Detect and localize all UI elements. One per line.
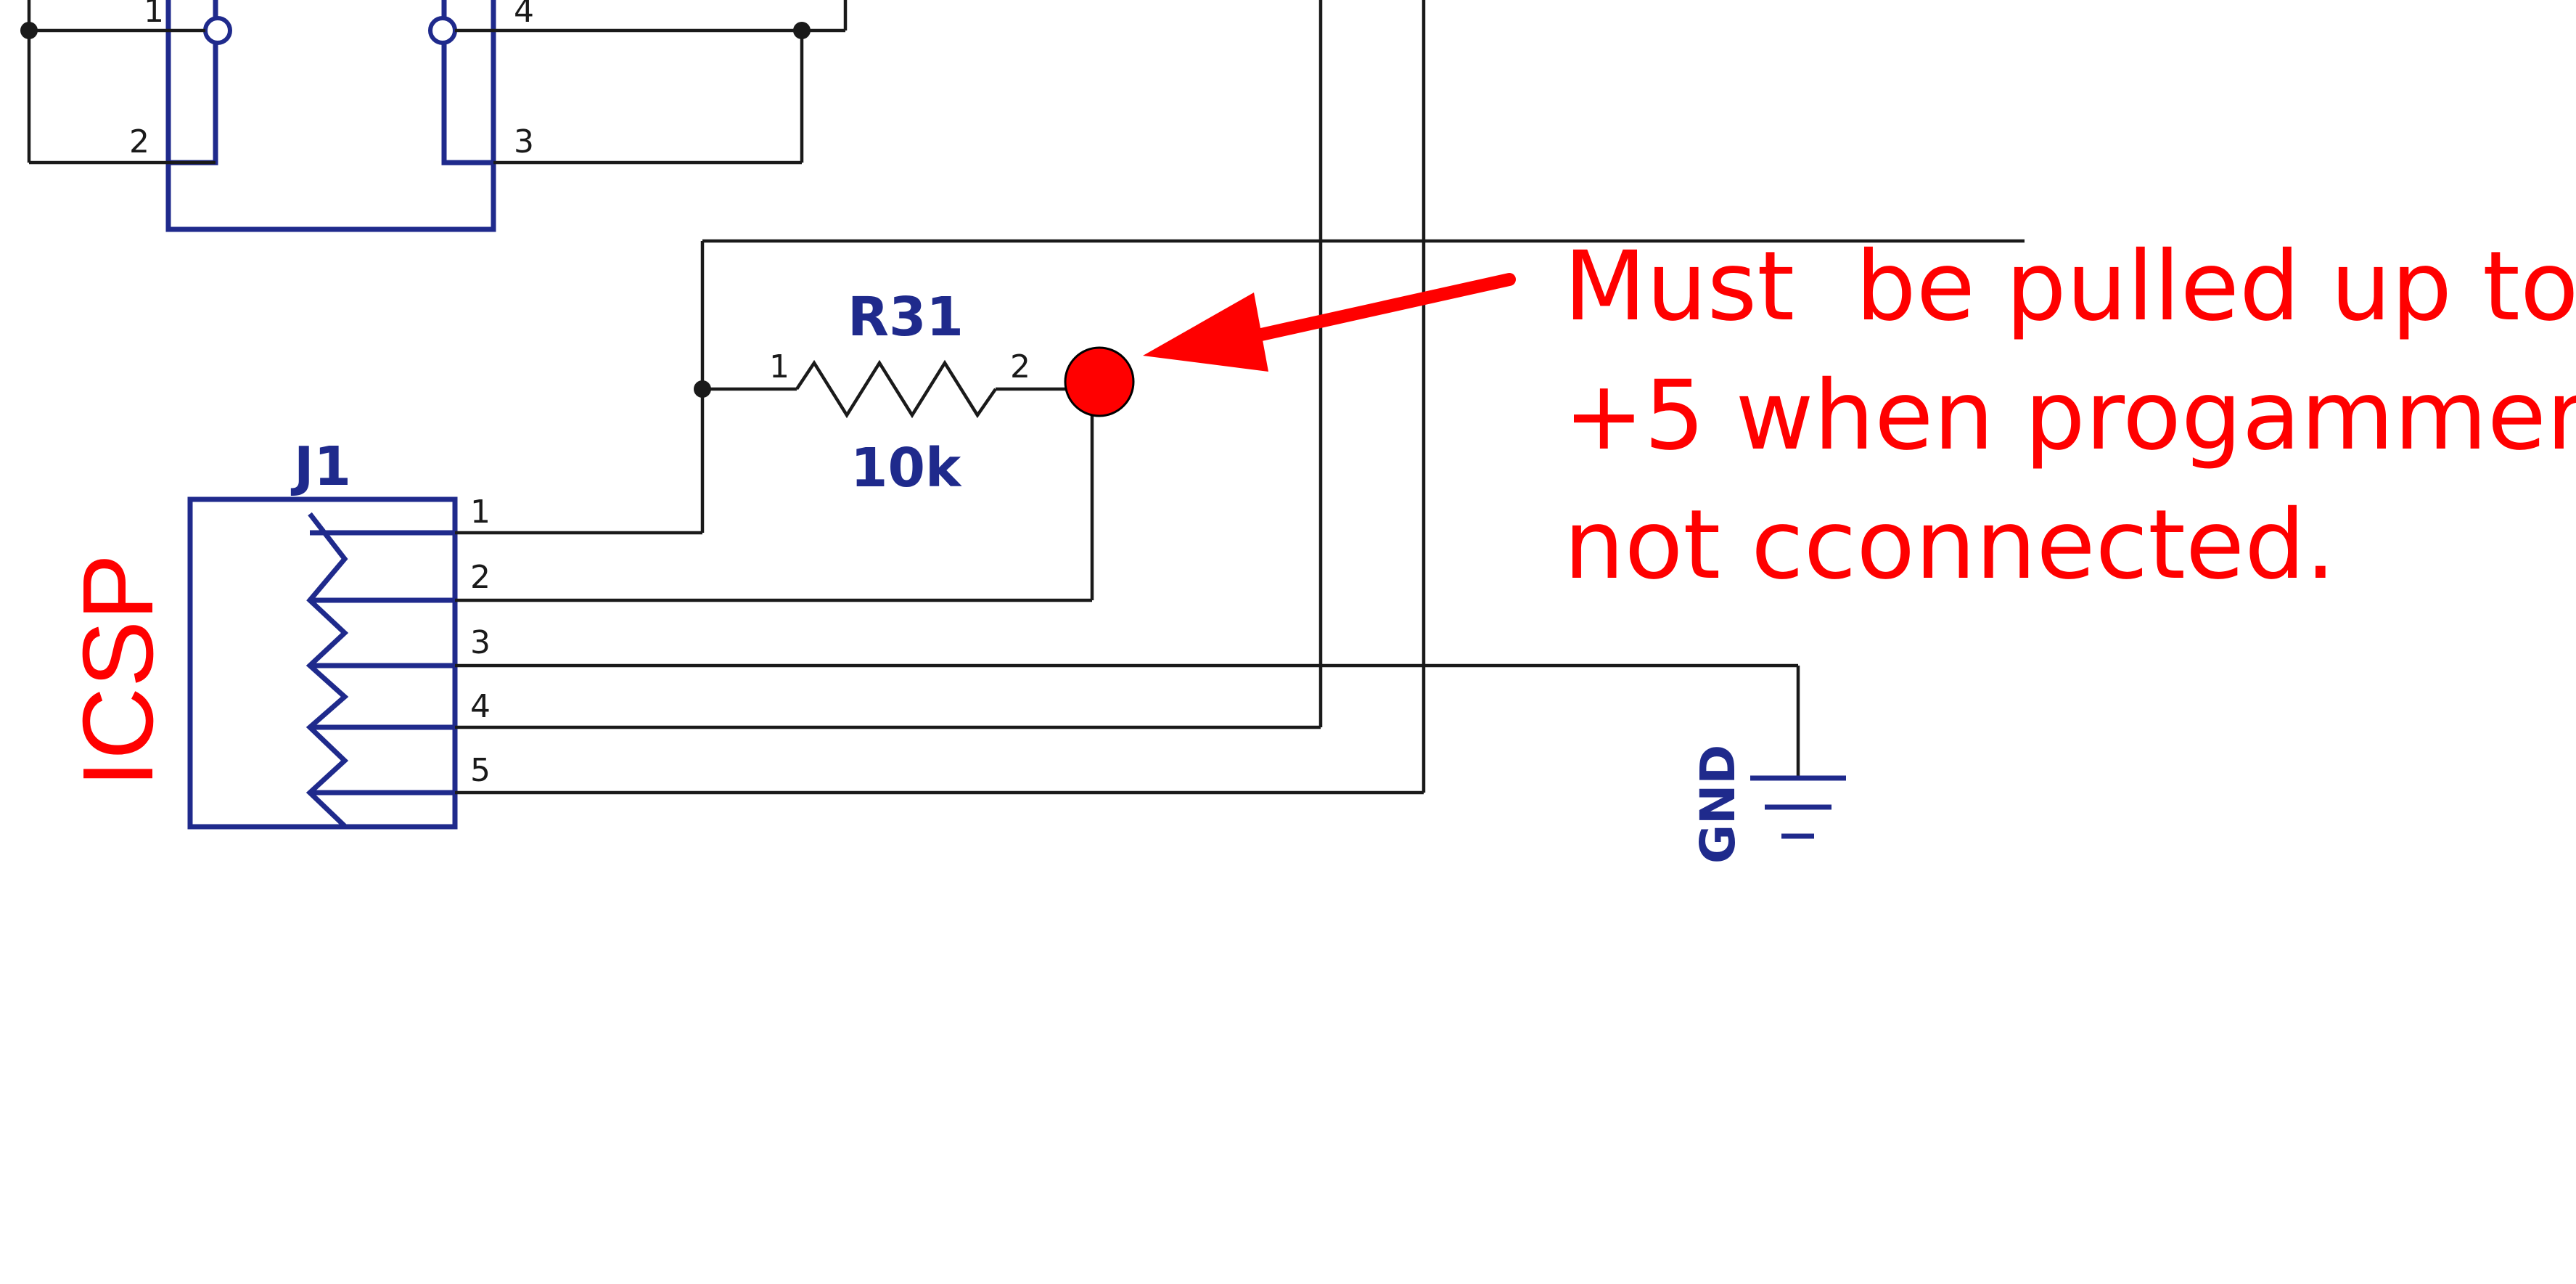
gnd-label: GND bbox=[1690, 745, 1746, 864]
top-component-pin4-circle bbox=[428, 16, 457, 45]
j1-pin2-label: 2 bbox=[470, 559, 491, 596]
junction-r31-left bbox=[694, 380, 711, 398]
r31-pin1-label: 1 bbox=[769, 348, 789, 385]
annotation-note: Must be pulled up to +5 when progammer n… bbox=[1564, 231, 2576, 601]
annotation-line-2: +5 when progammer bbox=[1564, 360, 2576, 472]
top-pin1-label: 1 bbox=[144, 0, 164, 30]
pullup-network bbox=[694, 239, 2025, 600]
top-pin3-label: 3 bbox=[514, 123, 534, 160]
r31-resistor-zigzag bbox=[795, 359, 997, 419]
top-pin4-label: 4 bbox=[514, 0, 534, 30]
ground-symbol bbox=[1750, 775, 1846, 839]
j1-pin3-label: 3 bbox=[470, 624, 491, 661]
annotation-line-3: not cconnected. bbox=[1564, 489, 2336, 601]
annotation-arrow-head bbox=[1143, 293, 1268, 372]
top-pin2-label: 2 bbox=[129, 123, 149, 160]
annotation-arrow bbox=[1143, 273, 1516, 372]
r31-designator: R31 bbox=[848, 286, 964, 348]
top-wires bbox=[20, 0, 848, 165]
annotation-arrow-shaft bbox=[1242, 273, 1516, 344]
pullup-marker-dot bbox=[1064, 346, 1135, 417]
top-component-right-finger bbox=[441, 0, 496, 165]
connector-j1 bbox=[187, 496, 458, 830]
annotation-line-1: Must be pulled up to bbox=[1564, 231, 2576, 343]
j1-pin1-label: 1 bbox=[470, 494, 491, 531]
top-component bbox=[165, 0, 496, 232]
j1-pin5-label: 5 bbox=[470, 752, 491, 789]
j1-designator: J1 bbox=[290, 436, 351, 498]
r31-pin2-label: 2 bbox=[1010, 348, 1030, 385]
j1-spring-zigzag bbox=[305, 512, 349, 828]
connector-wires bbox=[455, 531, 1800, 795]
top-component-body bbox=[165, 163, 496, 232]
top-component-pin1-circle bbox=[203, 16, 232, 45]
junction-top-left bbox=[20, 22, 38, 39]
icsp-side-label: ICSP bbox=[62, 554, 174, 788]
junction-top-right bbox=[793, 22, 811, 39]
j1-pin4-label: 4 bbox=[470, 688, 491, 725]
r31-value: 10k bbox=[850, 437, 962, 499]
